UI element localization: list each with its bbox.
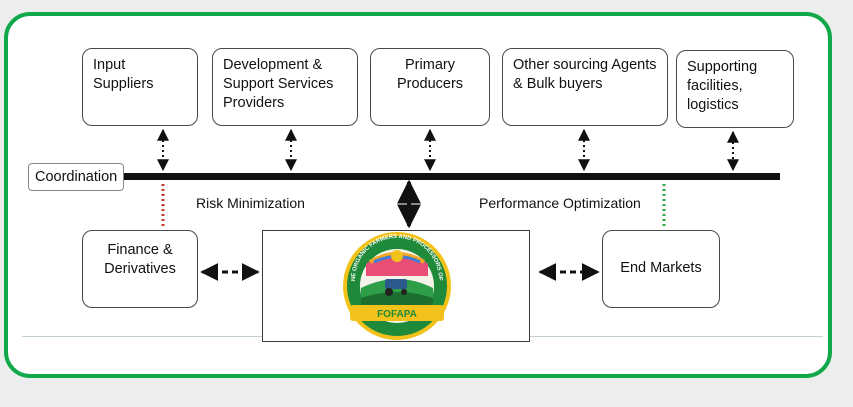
box-line: logistics bbox=[687, 97, 739, 113]
box-line: facilities, bbox=[687, 78, 743, 94]
development-support-box: Development & Support Services Providers bbox=[212, 48, 358, 126]
other-sourcing-box: Other sourcing Agents & Bulk buyers bbox=[502, 48, 668, 126]
box-line: Input bbox=[93, 57, 126, 73]
box-line: Finance & bbox=[107, 242, 173, 258]
coordination-bar bbox=[124, 173, 780, 180]
box-line: Support Services bbox=[223, 76, 334, 92]
box-line: End Markets bbox=[620, 260, 702, 276]
box-line: Suppliers bbox=[93, 76, 154, 92]
coordination-label: Coordination bbox=[28, 163, 125, 191]
performance-optimization-label: Performance Optimization bbox=[479, 195, 641, 211]
end-markets-box: End Markets bbox=[602, 230, 720, 308]
logo-arc-text: FRONTLINE ORGANIC FARMERS AND PROCESSORS… bbox=[0, 0, 443, 281]
box-line: Derivatives bbox=[104, 261, 176, 277]
box-line: Primary bbox=[405, 57, 455, 73]
finance-derivatives-box: Finance & Derivatives bbox=[82, 230, 198, 308]
input-suppliers-box: Input Suppliers bbox=[82, 48, 198, 126]
supporting-facilities-box: Supporting facilities, logistics bbox=[676, 50, 794, 128]
risk-minimization-label: Risk Minimization bbox=[196, 195, 305, 211]
logo-banner-text: FOFAPA bbox=[377, 309, 417, 320]
box-line: Producers bbox=[396, 76, 464, 92]
box-line: Providers bbox=[223, 95, 285, 111]
box-line: Other sourcing Agents bbox=[513, 57, 657, 73]
box-line: Supporting bbox=[687, 59, 758, 75]
box-line: & Bulk buyers bbox=[513, 76, 603, 92]
box-line: Development & bbox=[223, 57, 323, 73]
primary-producers-box: Primary Producers bbox=[370, 48, 490, 126]
